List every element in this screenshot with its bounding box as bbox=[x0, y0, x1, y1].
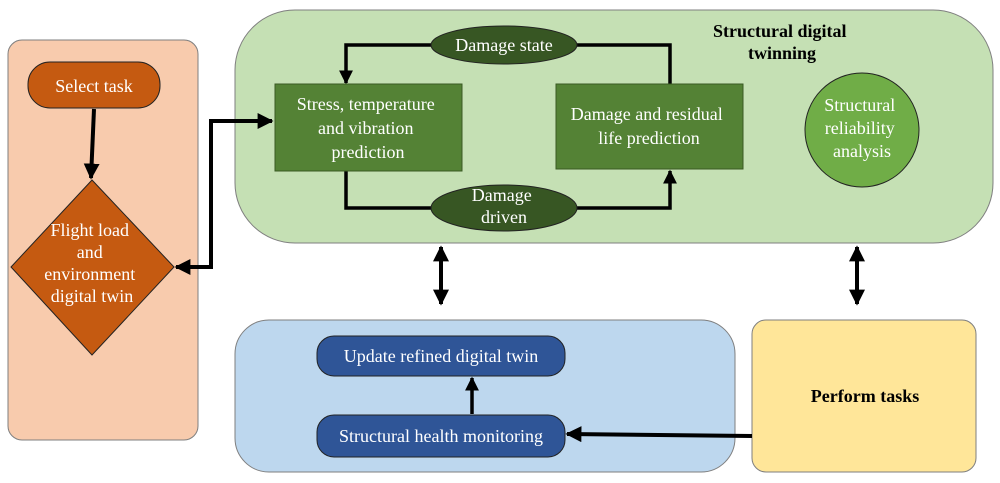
health-monitoring-node bbox=[316, 414, 566, 458]
flight-load-line-1: Flight load bbox=[50, 220, 129, 240]
stress-prediction-box bbox=[274, 83, 463, 172]
damage-state-ellipse bbox=[430, 25, 578, 65]
update-twin-node bbox=[316, 335, 566, 377]
damage-driven-line-1: Damage bbox=[472, 185, 532, 205]
perform-tasks-label: Perform tasks bbox=[811, 386, 919, 406]
twinning-title: Structural digital twinning bbox=[713, 21, 851, 63]
reliability-line-1: Structural bbox=[824, 95, 895, 115]
damage-residual-label: Damage and residual life prediction bbox=[571, 104, 727, 148]
flight-load-line-4: digital twin bbox=[51, 286, 134, 306]
damage-driven-line-2: driven bbox=[481, 207, 527, 227]
damage-driven-ellipse bbox=[430, 184, 578, 232]
reliability-line-3: analysis bbox=[833, 141, 891, 161]
damage-residual-line-1: Damage and residual bbox=[571, 104, 723, 124]
stress-line-3: prediction bbox=[332, 142, 405, 162]
damage-residual-box bbox=[555, 83, 744, 170]
damage-driven-label: Damage driven bbox=[472, 185, 536, 227]
reliability-line-2: reliability bbox=[825, 118, 895, 138]
flight-load-line-3: environment bbox=[44, 264, 135, 284]
arrow-flight-to-twinning bbox=[174, 113, 274, 275]
update-twin-label: Update refined digital twin bbox=[344, 346, 538, 366]
select-task-node bbox=[27, 61, 161, 109]
stress-prediction-label: Stress, temperature and vibration predic… bbox=[297, 94, 439, 162]
twinning-title-line-2: twinning bbox=[748, 43, 816, 63]
damage-state-label: Damage state bbox=[455, 35, 552, 55]
loop-damage-state-to-stress bbox=[339, 43, 432, 85]
select-task-label: Select task bbox=[55, 76, 132, 96]
stress-line-2: and vibration bbox=[318, 118, 413, 138]
reliability-circle bbox=[804, 72, 920, 188]
perform-tasks-panel bbox=[751, 319, 977, 473]
loop-stress-to-damage-driven bbox=[344, 171, 432, 210]
stress-line-1: Stress, temperature bbox=[297, 94, 435, 114]
flight-load-label: Flight load and environment digital twin bbox=[44, 220, 139, 306]
flight-load-line-2: and bbox=[77, 242, 103, 262]
damage-residual-line-2: life prediction bbox=[598, 128, 699, 148]
loop-damage-driven-to-residual bbox=[576, 169, 677, 210]
flight-load-decision bbox=[10, 179, 175, 356]
arrow-perform-to-monitoring bbox=[565, 426, 753, 443]
arrow-select-to-flight bbox=[83, 108, 100, 180]
reliability-label: Structural reliability analysis bbox=[824, 95, 899, 161]
loop-residual-to-damage-state bbox=[576, 43, 672, 84]
twinning-title-line-1: Structural digital bbox=[713, 21, 847, 41]
health-monitoring-label: Structural health monitoring bbox=[339, 426, 543, 446]
